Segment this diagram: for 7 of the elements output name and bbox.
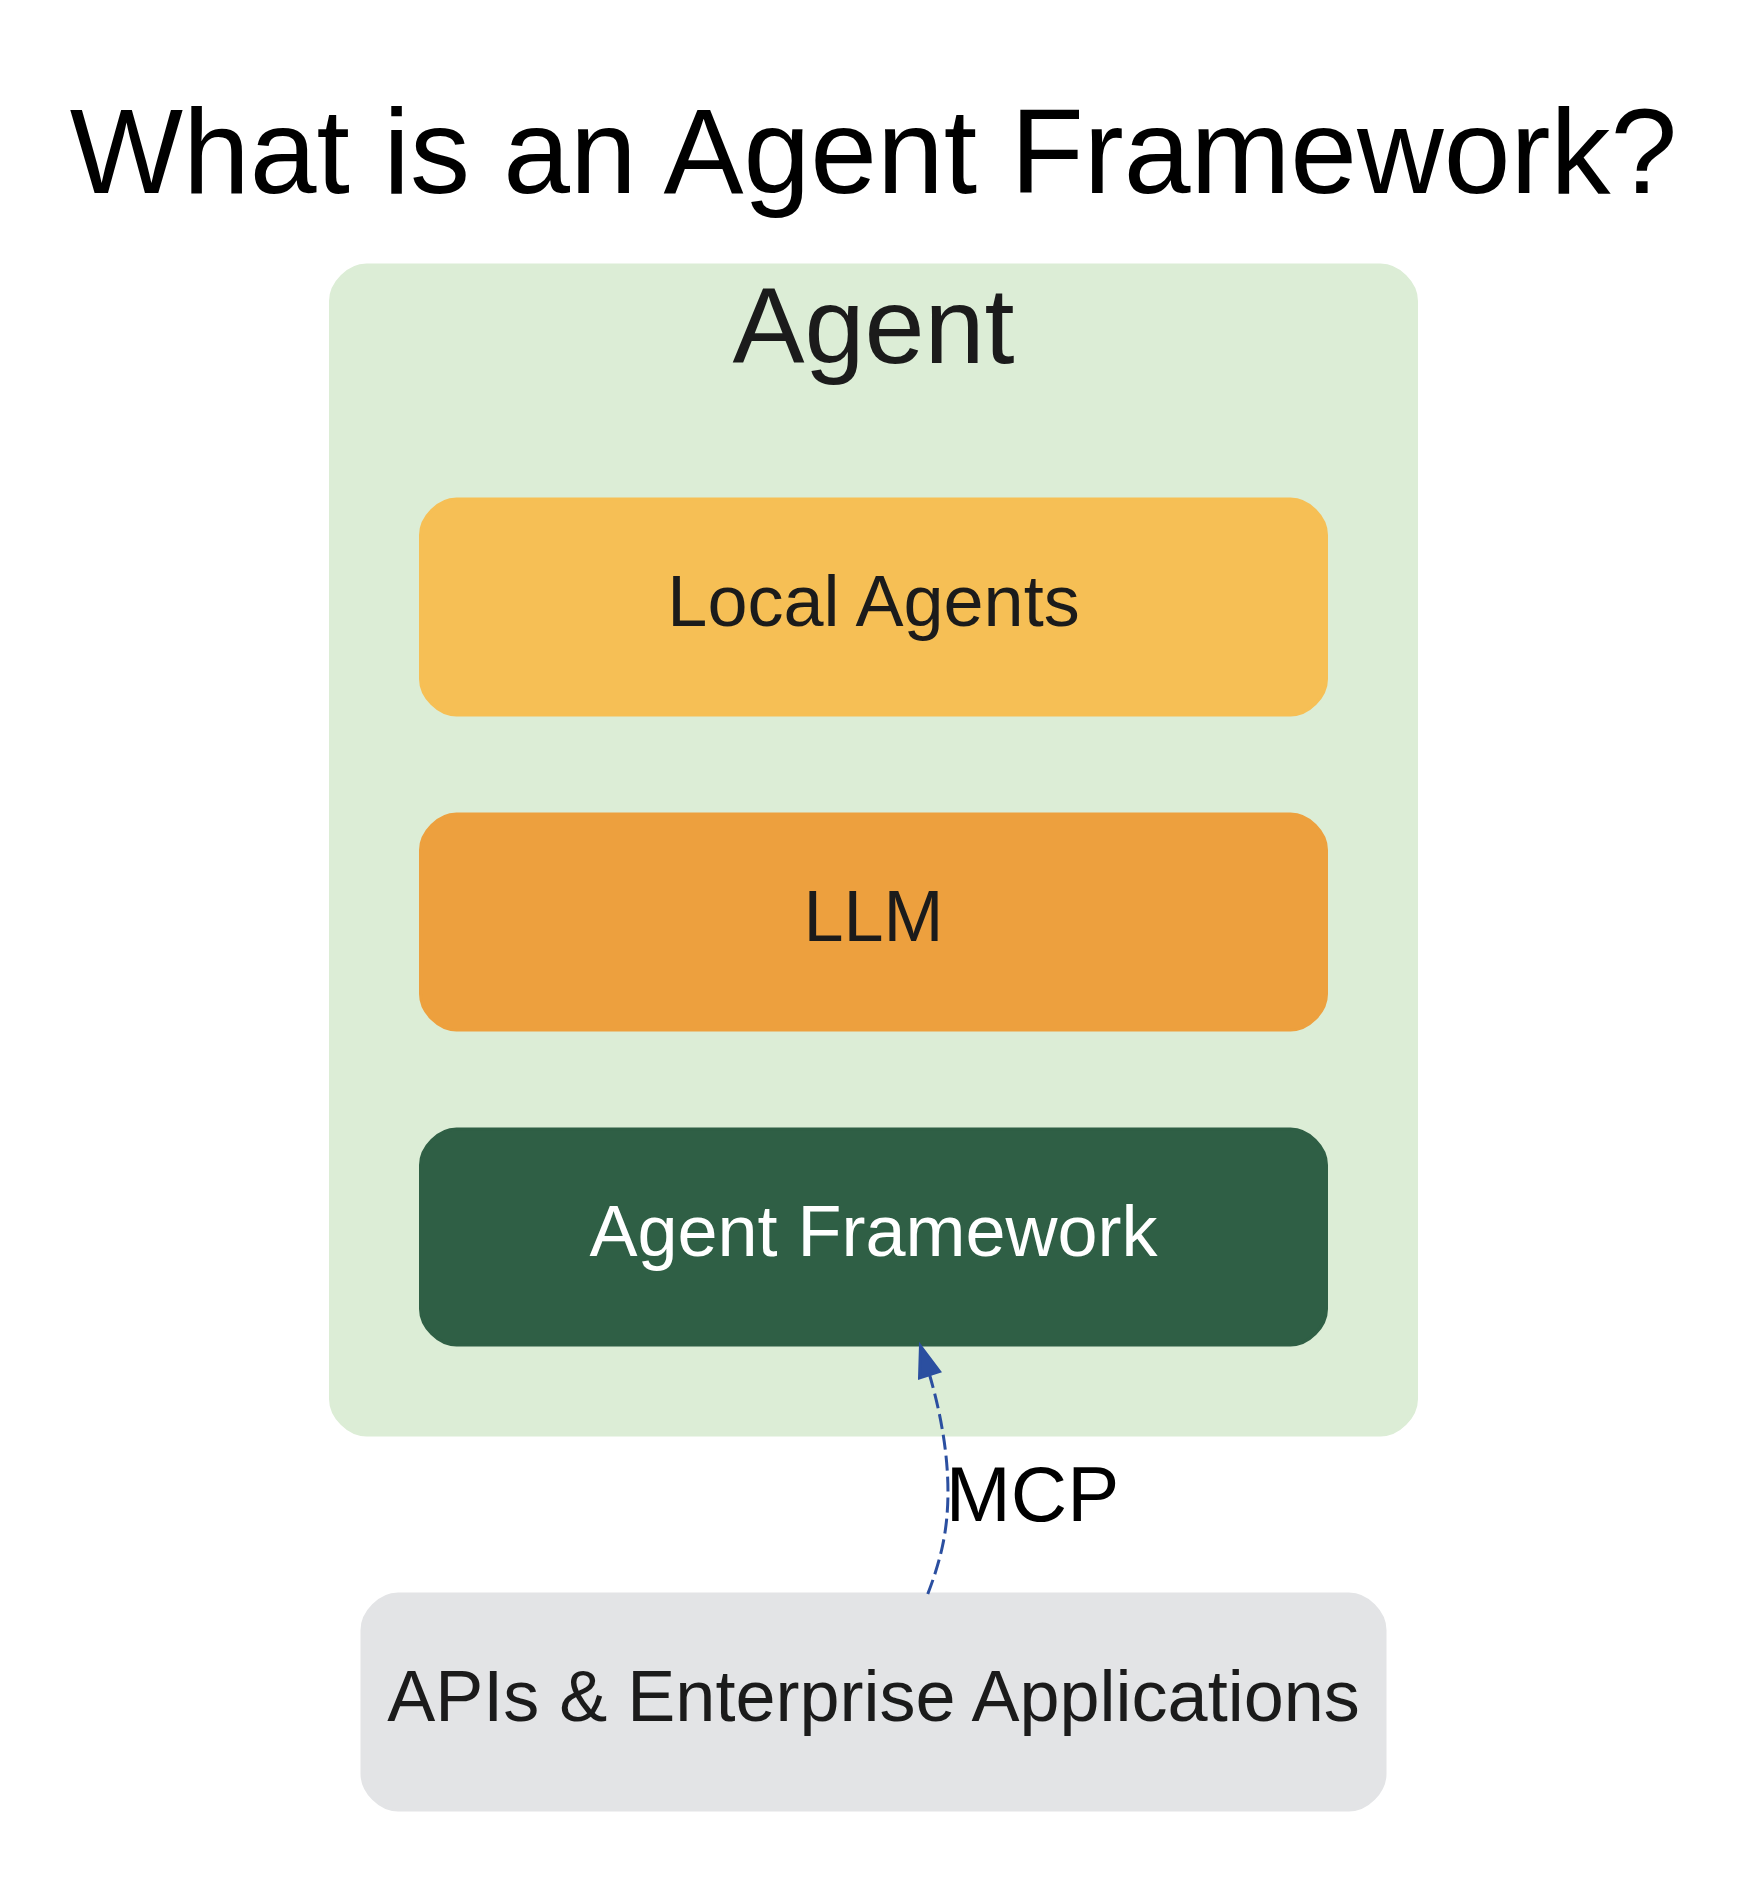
node-box: LLM	[418, 812, 1328, 1031]
node-box: Agent Framework	[418, 1127, 1328, 1346]
node-box: Local Agents	[418, 497, 1328, 716]
arrow	[917, 1341, 949, 1594]
node-box: APIs & Enterprise Applications	[360, 1592, 1386, 1811]
diagram-title: What is an Agent Framework?	[69, 83, 1677, 218]
edge-label: MCP	[945, 1449, 1119, 1538]
